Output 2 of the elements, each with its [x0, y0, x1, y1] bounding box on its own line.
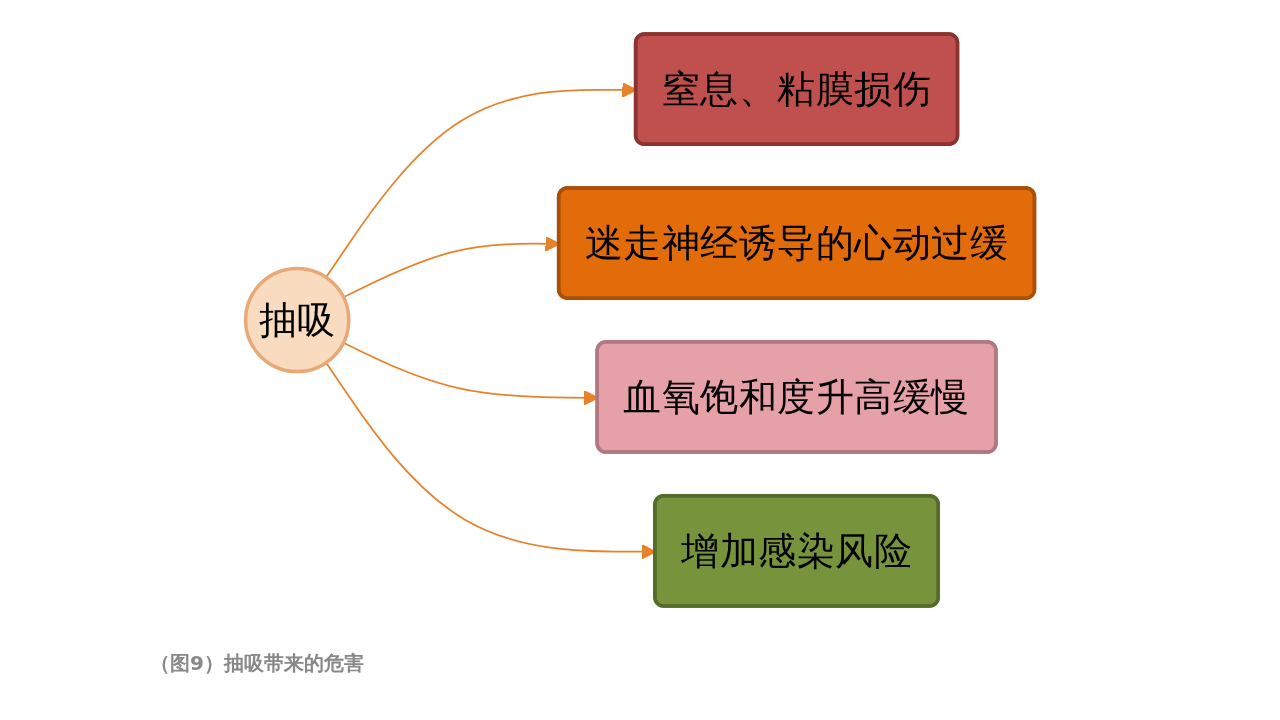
node-circle: 抽吸 — [243, 266, 351, 374]
caption: （图9）抽吸带来的危害 — [150, 650, 364, 677]
